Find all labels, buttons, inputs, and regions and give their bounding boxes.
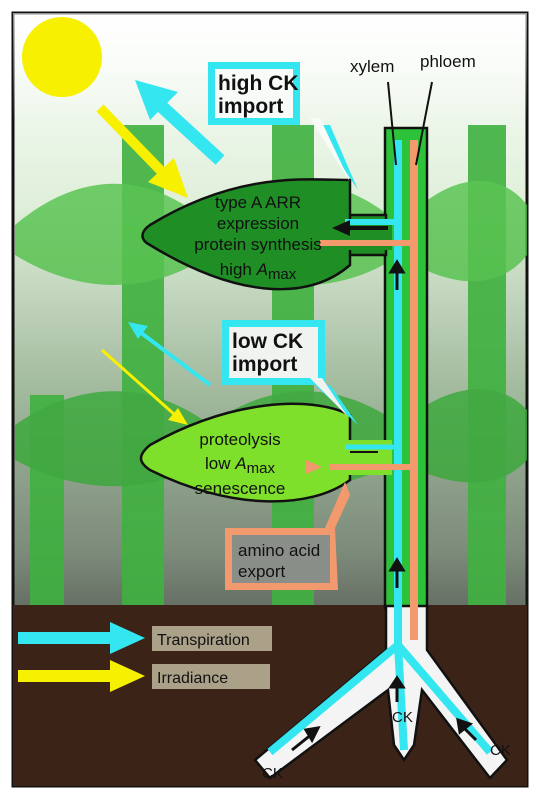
ck-label-right: CK — [490, 742, 511, 759]
legend-transpiration-box — [152, 626, 272, 651]
upper-leaf-line1: type A ARR — [215, 193, 301, 212]
amino-acid-line2: export — [238, 562, 286, 581]
callout-amino-acid-export — [225, 482, 350, 590]
legend-irradiance-box — [152, 664, 270, 689]
ck-label-left: CK — [262, 765, 283, 782]
legend-transpiration-arrow — [18, 622, 145, 654]
phloem-label: phloem — [420, 52, 476, 71]
legend-irradiance-arrow — [18, 660, 145, 692]
lower-leaf — [139, 402, 414, 503]
upper-leaf-line3: protein synthesis — [194, 235, 322, 254]
transpiration-arrow-large — [135, 80, 225, 165]
xylem-flow-arrows — [291, 259, 478, 752]
high-ck-import-line1: high CK — [218, 72, 298, 95]
phloem-pointer — [415, 81, 433, 166]
lower-leaf-line3: senescence — [195, 479, 286, 498]
high-ck-import-line2: import — [218, 95, 283, 118]
legend-transpiration-label: Transpiration — [157, 632, 250, 649]
roots — [253, 604, 509, 780]
xylem-label: xylem — [350, 57, 394, 76]
xylem-pointer — [387, 81, 397, 166]
irradiance-arrow-large — [96, 104, 188, 198]
ck-label-center: CK — [392, 709, 413, 726]
upper-leaf-line2: expression — [217, 214, 299, 233]
legend-irradiance-label: Irradiance — [157, 670, 228, 687]
stem — [383, 126, 429, 610]
lower-leaf-line2: low Amax — [205, 454, 275, 477]
upper-leaf — [141, 178, 414, 291]
upper-leaf-line4: high Amax — [220, 260, 297, 283]
callout-high-ck-import — [208, 62, 358, 190]
sun-icon — [22, 17, 102, 97]
low-ck-import-line1: low CK — [232, 330, 303, 353]
lower-leaf-line1: proteolysis — [199, 430, 280, 449]
irradiance-arrow-small — [101, 348, 188, 425]
amino-acid-line1: amino acid — [238, 541, 320, 560]
transpiration-arrow-small — [128, 322, 212, 387]
callout-low-ck-import — [222, 320, 358, 425]
low-ck-import-line2: import — [232, 353, 297, 376]
